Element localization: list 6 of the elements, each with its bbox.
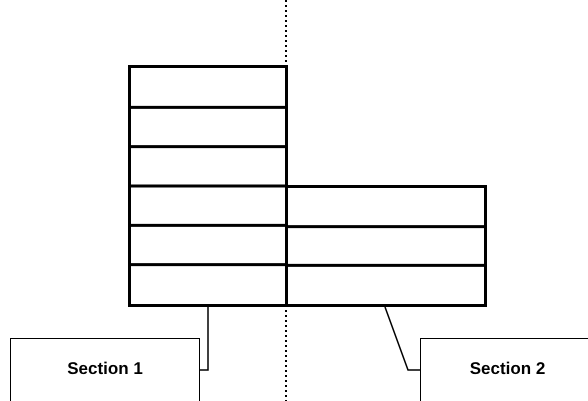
building-block: [128, 65, 288, 307]
building-block: [285, 185, 487, 307]
section-label: Section 2: [420, 338, 588, 401]
leader-line: [384, 306, 420, 371]
leader-line: [200, 307, 209, 371]
section-label: Section 1: [10, 338, 200, 401]
